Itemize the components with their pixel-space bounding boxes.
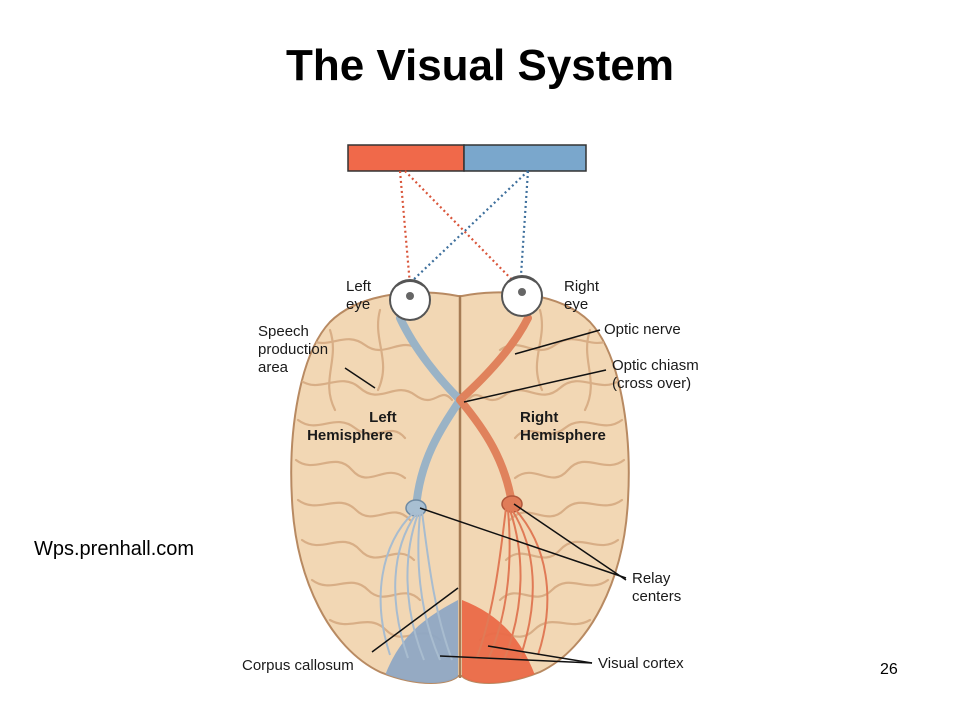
left-eye-nerve [396, 314, 464, 404]
speech-area-label: Speech production area [258, 323, 332, 376]
visual-field-bar [347, 144, 587, 172]
visual-cortex-leader-left [439, 655, 593, 664]
left-optic-tract [412, 396, 464, 512]
optic-nerve-leader [514, 329, 601, 355]
optic-pathways [396, 314, 532, 512]
left-relay-center [405, 499, 427, 517]
right-optic-tract [456, 396, 516, 508]
right-eye-label: Right eye [564, 278, 603, 313]
relay-leader-left [419, 507, 627, 579]
right-visual-cortex [462, 600, 540, 683]
speech-leader [344, 367, 376, 389]
corpus-callosum-label: Corpus callosum [242, 657, 354, 674]
optic-nerve-label: Optic nerve [604, 321, 681, 338]
blue-ray-to-right-eye [518, 170, 530, 291]
right-eye-nerve [456, 314, 532, 404]
visual-cortex-label: Visual cortex [598, 655, 684, 672]
left-hemisphere-label: Left Hemisphere [307, 409, 401, 444]
brain [290, 291, 630, 684]
optic-chiasm-label: Optic chiasm (cross over) [612, 357, 703, 392]
blue-ray-to-left-eye [391, 170, 529, 301]
slide-title: The Visual System [285, 41, 675, 90]
left-optic-radiations [379, 511, 453, 661]
right-hemisphere-label: Right Hemisphere [520, 409, 606, 444]
left-eye-label: Left eye [346, 278, 375, 313]
slide-number: 26 [880, 661, 898, 678]
red-ray-to-left-eye [398, 170, 412, 286]
right-visual-field [463, 144, 587, 172]
source-credit: Wps.prenhall.com [34, 538, 195, 560]
diagram-labels: Left eye Right eye Speech production are… [242, 278, 703, 674]
light-rays [391, 170, 531, 301]
left-visual-field [347, 144, 465, 172]
right-relay-center [501, 495, 523, 513]
relay-leader-right [513, 503, 627, 581]
relay-centers-label: Relay centers [632, 570, 681, 605]
right-eye [501, 275, 543, 317]
leader-lines [344, 329, 627, 664]
corpus-callosum-leader [371, 587, 459, 653]
visual-cortex-leader-right [487, 645, 593, 664]
left-eye [389, 279, 431, 321]
optic-chiasm-leader [463, 369, 607, 403]
right-optic-radiations [475, 507, 549, 661]
